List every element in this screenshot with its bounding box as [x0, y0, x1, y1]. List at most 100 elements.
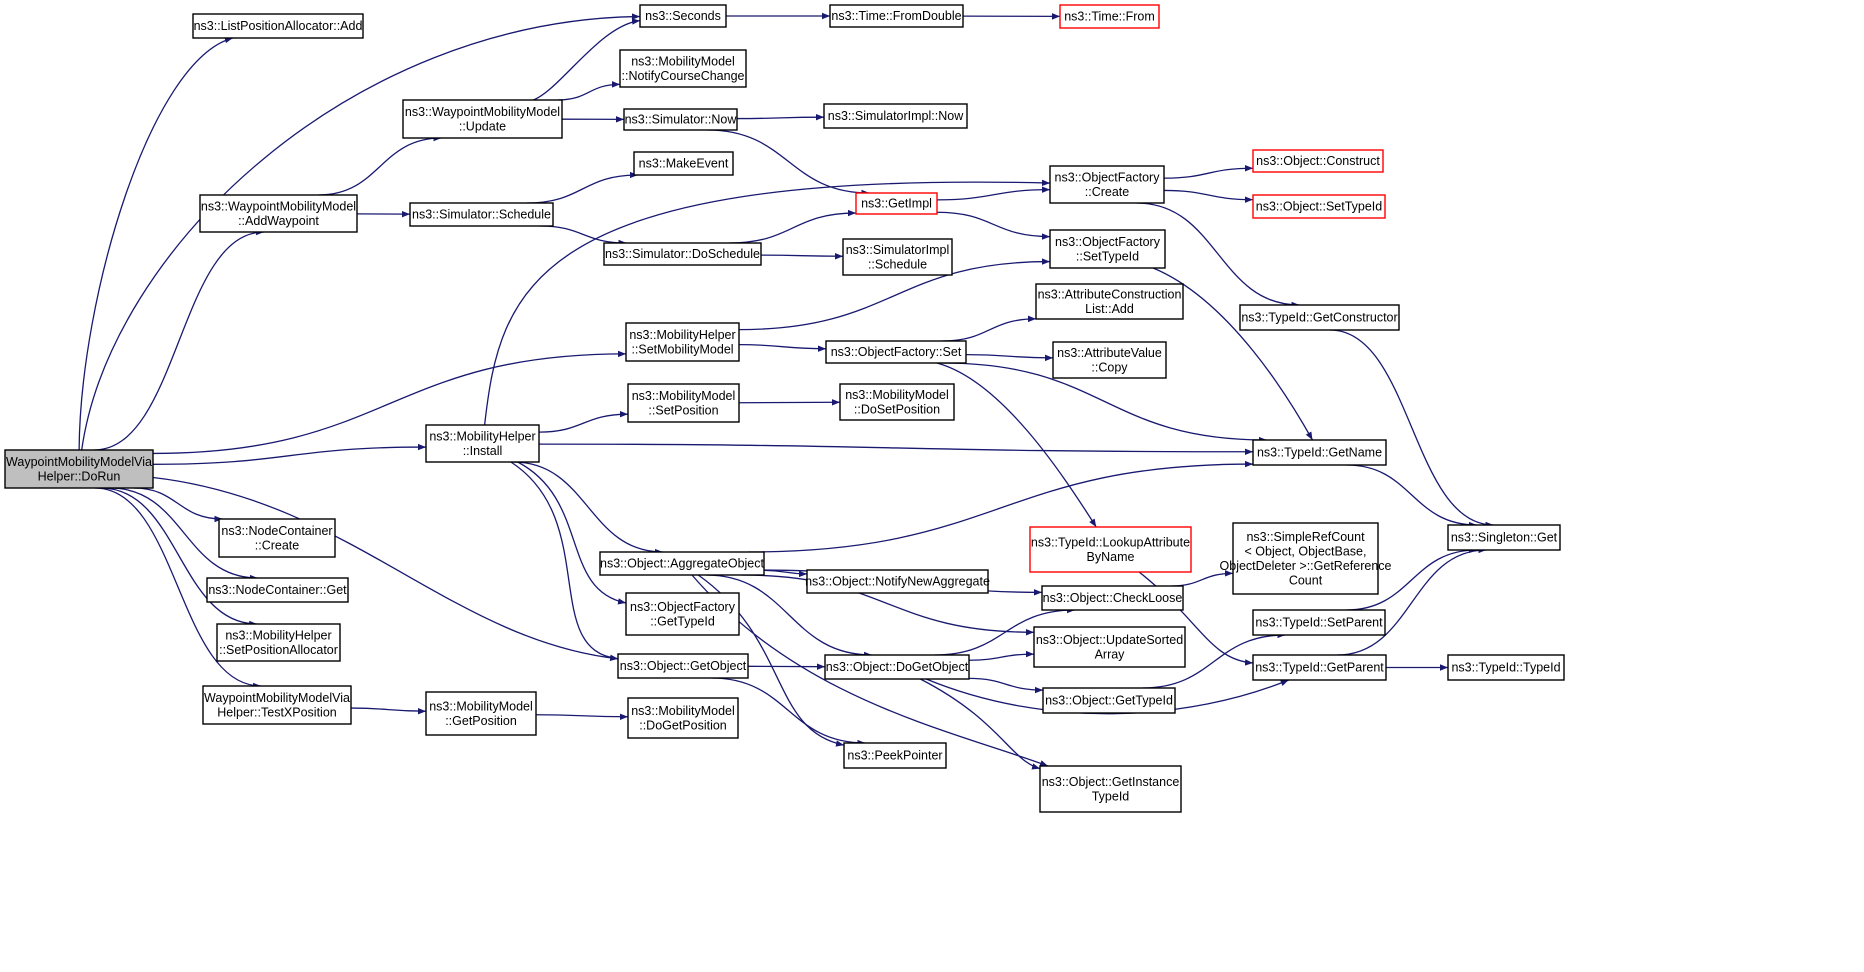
node-singleton_get[interactable]: ns3::Singleton::Get — [1447, 524, 1561, 551]
node-label-line: ::GetTypeId — [650, 614, 715, 628]
node-obj_notifynewagg[interactable]: ns3::Object::NotifyNewAggregate — [805, 569, 990, 594]
node-label-line: ::SetPosition — [648, 403, 718, 417]
node-mm_getposition[interactable]: ns3::MobilityModel::GetPosition — [425, 691, 537, 736]
node-obj_construct[interactable]: ns3::Object::Construct — [1252, 149, 1384, 173]
node-label-line: ns3::MobilityModel — [845, 388, 949, 402]
node-obj_gettypeid[interactable]: ns3::Object::GetTypeId — [1042, 687, 1176, 714]
node-label-line: ns3::Object::GetTypeId — [1045, 694, 1173, 708]
node-box — [216, 623, 341, 662]
node-label-line: ns3::ObjectFactory — [1055, 235, 1161, 249]
node-sim_schedule[interactable]: ns3::Simulator::Schedule — [409, 202, 554, 227]
node-tid_getparent[interactable]: ns3::TypeId::GetParent — [1252, 654, 1387, 681]
node-sim_doschedule[interactable]: ns3::Simulator::DoSchedule — [603, 242, 762, 266]
node-obj_getobject[interactable]: ns3::Object::GetObject — [617, 653, 749, 679]
node-sim_now[interactable]: ns3::Simulator::Now — [623, 108, 738, 131]
edge-obj_gettypeid-to-tid_setparent — [1142, 631, 1286, 689]
edge-mh_install-to-tid_getname — [538, 443, 1254, 455]
node-av_copy[interactable]: ns3::AttributeValue::Copy — [1052, 341, 1167, 379]
node-box — [402, 99, 563, 139]
node-of_set[interactable]: ns3::ObjectFactory::Set — [825, 340, 967, 364]
node-makeevent[interactable]: ns3::MakeEvent — [633, 151, 734, 176]
node-simimpl_schedule[interactable]: ns3::SimulatorImpl::Schedule — [842, 238, 953, 276]
node-label-line: ns3::ListPositionAllocator::Add — [194, 19, 363, 33]
edge-of_settypeid-to-tid_getname — [1152, 267, 1314, 441]
node-label-line: Helper::TestXPosition — [217, 705, 337, 719]
node-label-line: ns3::Time::From — [1064, 10, 1155, 24]
node-of_gettypeid[interactable]: ns3::ObjectFactory::GetTypeId — [625, 592, 740, 636]
node-obj_settypeid[interactable]: ns3::Object::SetTypeId — [1252, 194, 1386, 219]
node-box — [625, 592, 740, 636]
node-mm_notify[interactable]: ns3::MobilityModel::NotifyCourseChange — [619, 49, 747, 88]
node-box — [639, 4, 727, 28]
node-simplerefcount[interactable]: ns3::SimpleRefCount< Object, ObjectBase,… — [1220, 522, 1392, 595]
node-tid_typeid[interactable]: ns3::TypeId::TypeId — [1447, 654, 1565, 681]
node-label-line: ::SetTypeId — [1076, 249, 1139, 263]
node-mh_install[interactable]: ns3::MobilityHelper::Install — [425, 424, 540, 463]
node-time_fromdouble[interactable]: ns3::Time::FromDouble — [829, 4, 964, 28]
node-label-line: ns3::WaypointMobilityModel — [201, 199, 356, 213]
node-nc_get[interactable]: ns3::NodeContainer::Get — [206, 577, 349, 603]
node-label-line: ns3::ObjectFactory — [1055, 170, 1161, 184]
edge-of_set-to-tid_lookupattr — [936, 362, 1097, 528]
node-label-line: ns3::TypeId::LookupAttribute — [1031, 535, 1190, 549]
node-mm_dogetposition[interactable]: ns3::MobilityModel::DoGetPosition — [627, 697, 739, 739]
edge-sim_schedule-to-sim_doschedule — [540, 225, 627, 247]
node-box — [1232, 522, 1379, 595]
node-box — [1041, 585, 1184, 611]
node-label-line: WaypointMobilityModelVia — [6, 455, 152, 469]
node-box — [824, 654, 970, 680]
node-box — [409, 202, 554, 227]
node-obj_aggregate[interactable]: ns3::Object::AggregateObject — [599, 551, 765, 576]
edge-sim_doschedule-to-getimpl — [729, 209, 857, 244]
node-wmm_addwaypoint[interactable]: ns3::WaypointMobilityModel::AddWaypoint — [199, 194, 358, 233]
node-of_create[interactable]: ns3::ObjectFactory::Create — [1049, 165, 1165, 204]
node-box — [4, 449, 154, 489]
node-nc_create[interactable]: ns3::NodeContainer::Create — [218, 518, 336, 558]
node-lpa_add[interactable]: ns3::ListPositionAllocator::Add — [192, 13, 364, 39]
node-box — [425, 691, 537, 736]
node-mm_dosetposition[interactable]: ns3::MobilityModel::DoSetPosition — [839, 383, 955, 421]
node-box — [202, 685, 352, 725]
edge-obj_aggregate-to-tid_getname — [748, 460, 1254, 553]
node-tid_setparent[interactable]: ns3::TypeId::SetParent — [1252, 609, 1386, 636]
node-wmm_update[interactable]: ns3::WaypointMobilityModel::Update — [402, 99, 563, 139]
node-peekpointer[interactable]: ns3::PeekPointer — [843, 742, 947, 769]
node-label-line: ::SetPositionAllocator — [219, 643, 338, 657]
node-label-line: ::Create — [1085, 185, 1130, 199]
node-simimpl_now[interactable]: ns3::SimulatorImpl::Now — [823, 103, 968, 129]
node-time_from[interactable]: ns3::Time::From — [1059, 4, 1160, 29]
node-box — [1252, 439, 1387, 466]
node-mh_setmobilitymodel[interactable]: ns3::MobilityHelper::SetMobilityModel — [625, 322, 740, 362]
node-box — [839, 383, 955, 421]
node-obj_dogetobject[interactable]: ns3::Object::DoGetObject — [824, 654, 970, 680]
node-label-line: Array — [1095, 647, 1126, 661]
edge-dorun-to-testxpos — [94, 487, 262, 690]
node-box — [1042, 687, 1176, 714]
node-box — [1029, 526, 1192, 573]
node-label-line: ns3::Singleton::Get — [1451, 531, 1558, 545]
node-box — [627, 383, 740, 423]
node-label-line: ns3::Object::CheckLoose — [1043, 591, 1183, 605]
node-label-line: < Object, ObjectBase, — [1245, 544, 1367, 558]
edge-mh_install-to-mm_setposition — [538, 410, 629, 433]
edge-obj_checkloose-to-simplerefcount — [1171, 570, 1234, 587]
node-obj_checkloose[interactable]: ns3::Object::CheckLoose — [1041, 585, 1184, 611]
node-seconds[interactable]: ns3::Seconds — [639, 4, 727, 28]
node-label-line: List::Add — [1085, 302, 1134, 316]
node-box — [599, 551, 765, 576]
node-of_settypeid[interactable]: ns3::ObjectFactory::SetTypeId — [1049, 229, 1166, 269]
edge-tid_getconstructor-to-singleton_get — [1329, 329, 1494, 529]
node-mm_setposition[interactable]: ns3::MobilityModel::SetPosition — [627, 383, 740, 423]
node-testxpos[interactable]: WaypointMobilityModelViaHelper::TestXPos… — [202, 685, 352, 725]
node-getimpl[interactable]: ns3::GetImpl — [855, 192, 938, 215]
node-tid_getname[interactable]: ns3::TypeId::GetName — [1252, 439, 1387, 466]
node-tid_getconstructor[interactable]: ns3::TypeId::GetConstructor — [1239, 304, 1400, 331]
node-label-line: ns3::TypeId::GetConstructor — [1241, 311, 1397, 325]
node-mh_setposalloc[interactable]: ns3::MobilityHelper::SetPositionAllocato… — [216, 623, 341, 662]
